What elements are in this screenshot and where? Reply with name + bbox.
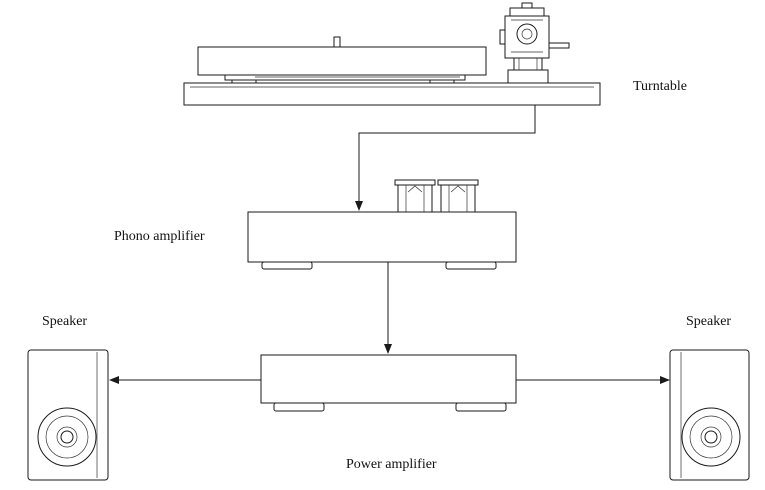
phono-amplifier-chassis <box>247 211 517 263</box>
vacuum-tube-icon <box>394 179 436 213</box>
turntable <box>183 2 601 106</box>
turntable-plinth <box>183 82 601 106</box>
vacuum-tube-icon <box>437 179 479 213</box>
tonearm-icon <box>499 2 570 84</box>
turntable-sub-platter <box>224 74 466 81</box>
power-amplifier <box>260 354 517 412</box>
speaker-left-label: Speaker <box>42 314 87 329</box>
speaker-right <box>669 349 750 481</box>
speaker-right-label: Speaker <box>686 314 731 329</box>
turntable-platter <box>197 46 487 76</box>
power-amplifier-label: Power amplifier <box>346 457 437 472</box>
turntable-label: Turntable <box>633 79 687 94</box>
phono-amplifier-label: Phono amplifier <box>114 229 205 244</box>
phono-amplifier <box>247 179 517 270</box>
power-amplifier-chassis <box>260 354 517 404</box>
turntable-spindle <box>333 36 341 48</box>
speaker-driver-icon <box>681 407 741 467</box>
speaker-left <box>27 349 109 481</box>
speaker-driver-icon <box>37 407 97 467</box>
signal-line-turntable-to-phono <box>355 105 536 211</box>
